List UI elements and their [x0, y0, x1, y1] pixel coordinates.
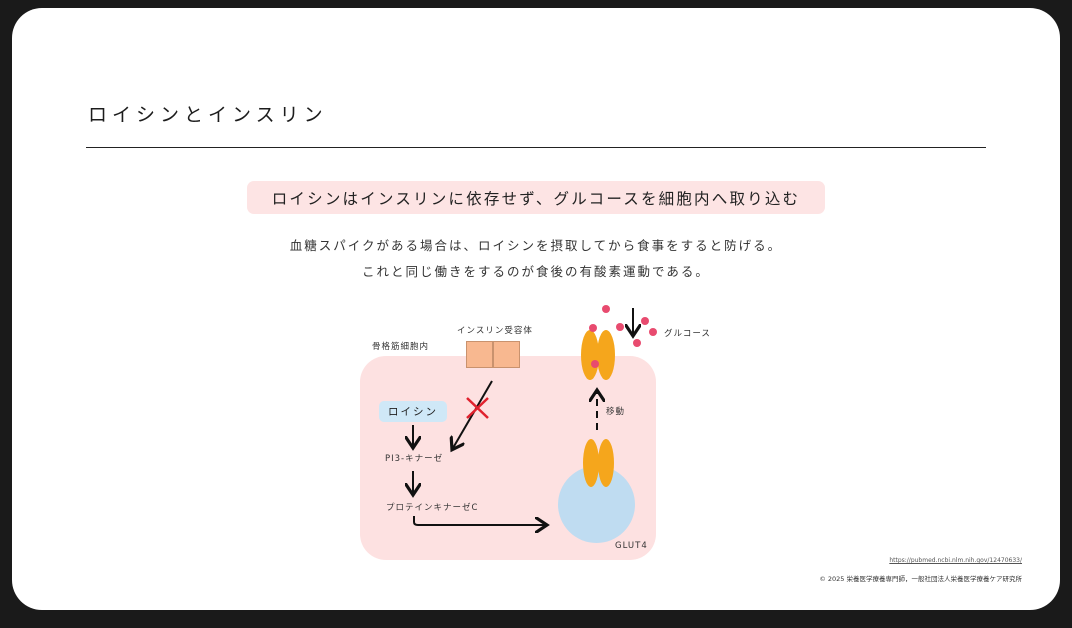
glut4-label: GLUT4	[615, 541, 648, 551]
description-line-1: 血糖スパイクがある場合は、ロイシンを摂取してから食事をすると防げる。	[289, 238, 783, 253]
glucose-molecule-icons	[589, 305, 657, 368]
glut4-transporter-membrane-icon	[581, 330, 615, 380]
arrow-pkc-glut4	[413, 516, 545, 525]
leucine-box: ロイシン	[379, 401, 447, 422]
blocked-x-icon	[466, 397, 489, 419]
slide-title: ロイシンとインスリン	[88, 104, 328, 126]
glucose-label: グルコース	[664, 329, 711, 339]
arrow-receptor-pi3k	[453, 380, 493, 448]
pkc-label: プロテインキナーゼC	[386, 503, 479, 513]
title-divider	[86, 147, 986, 148]
key-message-banner: ロイシンはインスリンに依存せず、グルコースを細胞内へ取り込む	[247, 181, 825, 214]
receptor-label: インスリン受容体	[457, 326, 533, 336]
copyright: © 2025 栄養医学療養専門師，一般社団法人栄養医学療養ケア研究所	[819, 575, 1022, 583]
reference-link[interactable]: https://pubmed.ncbi.nlm.nih.gov/12470633…	[889, 557, 1022, 564]
move-label: 移動	[606, 407, 626, 417]
glut4-transporter-inner-icon	[583, 439, 614, 487]
insulin-receptor-left	[466, 341, 493, 368]
description-line-2: これと同じ働きをするのが食後の有酸素運動である。	[362, 264, 710, 279]
pi3k-label: PI3-キナーゼ	[385, 454, 444, 464]
cell-label: 骨格筋細胞内	[372, 342, 430, 352]
insulin-receptor-right	[493, 341, 520, 368]
